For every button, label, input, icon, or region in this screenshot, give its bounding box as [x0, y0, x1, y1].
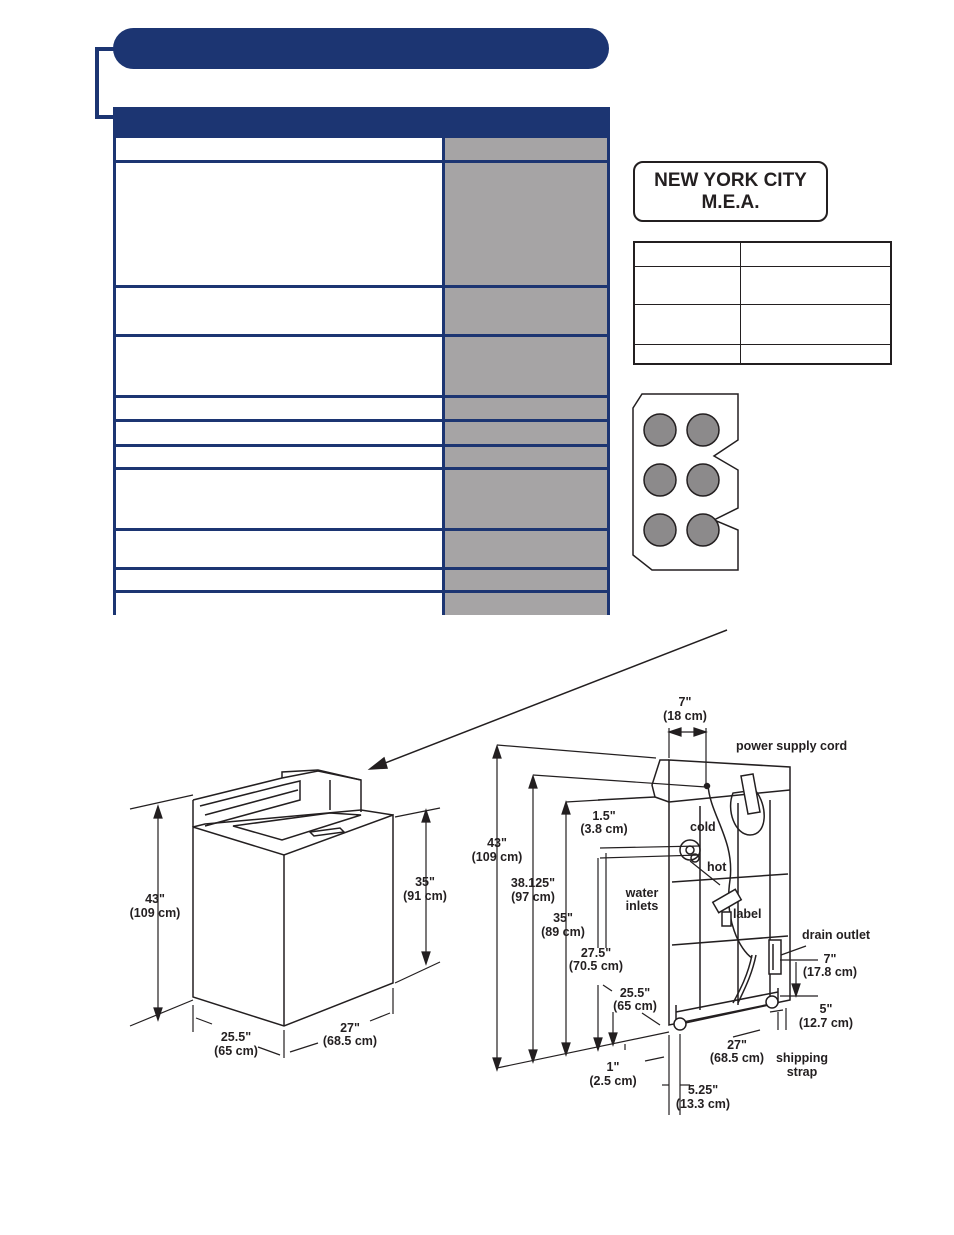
spec-label-cell [116, 288, 445, 334]
spec-table-header [116, 110, 607, 138]
spec-row [116, 288, 607, 337]
spec-label-cell [116, 593, 445, 615]
badge-line-2: M.E.A. [701, 191, 760, 213]
dim-height-43-cm: (109 cm) [130, 906, 181, 920]
dim-1-5: 1.5" [592, 809, 615, 823]
dim-38-cm: (97 cm) [511, 890, 555, 904]
dim-7-drain-cm: (17.8 cm) [803, 965, 857, 979]
spec-value-cell [445, 138, 607, 160]
spec-row [116, 422, 607, 447]
spec-label-cell [116, 138, 445, 160]
right-dimension-lines [492, 727, 818, 1115]
dim-width-cm: (68.5 cm) [323, 1034, 377, 1048]
label-hot: hot [707, 860, 727, 874]
approval-table [633, 241, 892, 365]
spec-label-cell [116, 337, 445, 395]
spec-value-cell [445, 422, 607, 444]
spec-value-cell [445, 398, 607, 419]
dim-top-7: 7" [679, 695, 692, 709]
spec-label-cell [116, 398, 445, 419]
dim-width: 27" [340, 1021, 360, 1035]
spec-value-cell [445, 570, 607, 590]
washer-rear-view [597, 759, 791, 1031]
dim-top-7-cm: (18 cm) [663, 709, 707, 723]
dim-1-5-cm: (3.8 cm) [580, 822, 627, 836]
spec-row [116, 470, 607, 531]
dim-5-25-cm: (13.3 cm) [676, 1097, 730, 1111]
spec-value-cell [445, 531, 607, 567]
dim-depth: 25.5" [221, 1030, 251, 1044]
dim-38: 38.125" [511, 876, 555, 890]
label-cold: cold [690, 820, 716, 834]
dim-27-5: 27.5" [581, 946, 611, 960]
spec-value-cell [445, 470, 607, 528]
badge-line-1: NEW YORK CITY [654, 169, 807, 191]
dim-43-cm: (109 cm) [472, 850, 523, 864]
dim-25-5-cm: (65 cm) [613, 999, 657, 1013]
control-panel-icon [632, 393, 739, 571]
label-water-inlets-1: water [625, 886, 659, 900]
dim-35-cm: (89 cm) [541, 925, 585, 939]
spec-label-cell [116, 447, 445, 467]
dim-35: 35" [553, 911, 573, 925]
spec-label-cell [116, 570, 445, 590]
spec-value-cell [445, 337, 607, 395]
table-divider [635, 344, 890, 345]
dim-27-5-cm: (70.5 cm) [569, 959, 623, 973]
dim-depth-cm: (65 cm) [214, 1044, 258, 1058]
table-divider [635, 266, 890, 267]
spec-value-cell [445, 593, 607, 615]
dim-height-43: 43" [145, 892, 165, 906]
dim-height-35: 35" [415, 875, 435, 889]
spec-label-cell [116, 422, 445, 444]
dim-5: 5" [820, 1002, 833, 1016]
dim-7-drain: 7" [824, 952, 837, 966]
label-water-inlets-2: inlets [626, 899, 659, 913]
spec-row [116, 337, 607, 398]
spec-label-cell [116, 531, 445, 567]
dim-25-5: 25.5" [620, 986, 650, 1000]
washer-front-view [192, 769, 394, 1027]
spec-value-cell [445, 447, 607, 467]
section-title-bar [113, 28, 609, 69]
spec-row [116, 593, 607, 615]
spec-value-cell [445, 288, 607, 334]
specification-table [113, 107, 610, 615]
pointer-arrow [367, 629, 728, 770]
label-power-cord: power supply cord [736, 739, 847, 753]
label-shipping-1: shipping [776, 1051, 828, 1065]
table-divider [740, 243, 741, 363]
spec-row [116, 163, 607, 288]
nyc-mea-badge: NEW YORK CITY M.E.A. [633, 161, 828, 222]
label-shipping-2: strap [787, 1065, 818, 1079]
dim-1-cm: (2.5 cm) [589, 1074, 636, 1088]
spec-row [116, 570, 607, 593]
dim-1: 1" [607, 1060, 620, 1074]
spec-row [116, 138, 607, 163]
dim-5-25: 5.25" [688, 1083, 718, 1097]
spec-label-cell [116, 470, 445, 528]
label-label: label [733, 907, 762, 921]
spec-row [116, 447, 607, 470]
dim-27-rear-cm: (68.5 cm) [710, 1051, 764, 1065]
section-bracket [95, 47, 115, 119]
dim-27-rear: 27" [727, 1038, 747, 1052]
spec-row [116, 398, 607, 422]
spec-value-cell [445, 163, 607, 285]
table-divider [635, 304, 890, 305]
dim-height-35-cm: (91 cm) [403, 889, 447, 903]
dim-5-cm: (12.7 cm) [799, 1016, 853, 1030]
left-dimension-lines [129, 794, 441, 1058]
label-drain-outlet: drain outlet [802, 928, 871, 942]
dim-43: 43" [487, 836, 507, 850]
spec-label-cell [116, 163, 445, 285]
spec-row [116, 531, 607, 570]
